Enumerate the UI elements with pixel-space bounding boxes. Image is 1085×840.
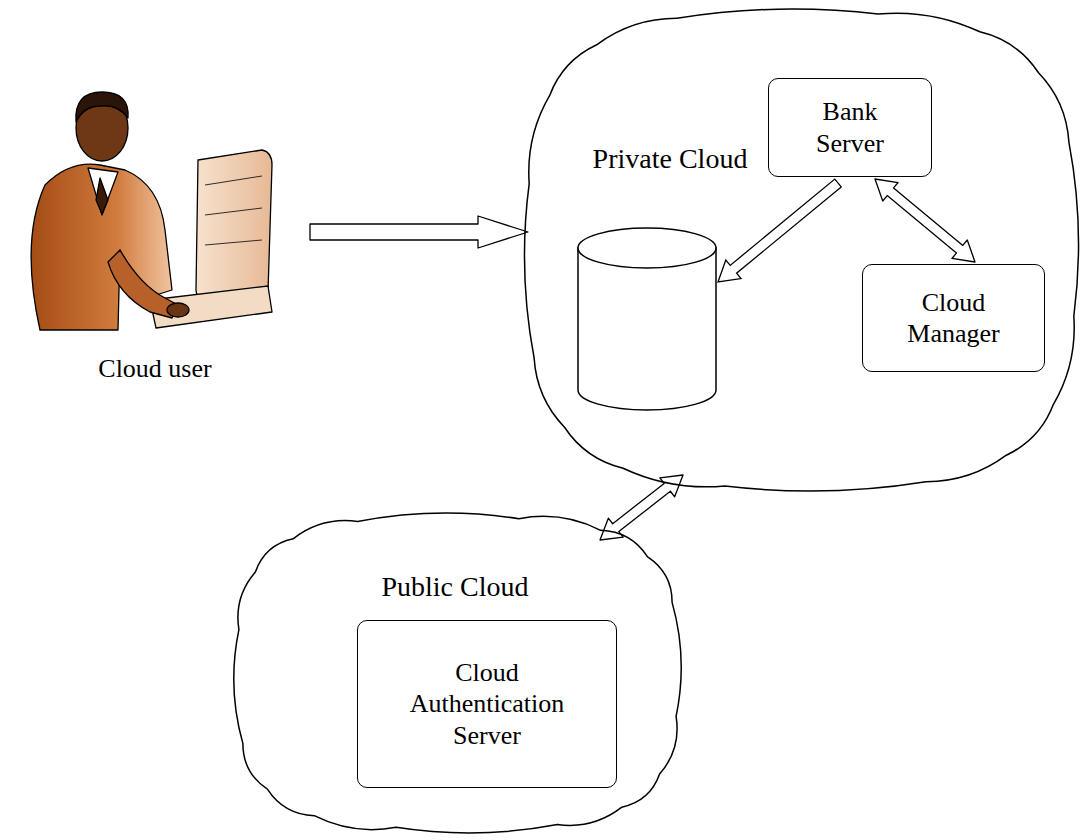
- cloud-region: Private Cloud Bank ServerCloud Manager: [520, 5, 1083, 495]
- cloud-shape: [234, 513, 681, 833]
- storage-arrow: [718, 179, 841, 282]
- region-label: Cloud user: [55, 353, 255, 384]
- shirt: [88, 168, 118, 215]
- keyboard: [150, 286, 272, 328]
- block-arrow: [310, 216, 528, 248]
- tie: [96, 178, 108, 214]
- box-label: Cloud Manager: [891, 287, 1016, 349]
- user-figure: Cloud user: [10, 85, 310, 385]
- region-label: Private Cloud: [560, 142, 780, 176]
- hand: [167, 303, 189, 317]
- cloud-region: Public CloudCloud Authentication Server: [230, 510, 685, 836]
- box-label: Cloud Authentication Server: [387, 657, 587, 751]
- block-arrow: [600, 475, 683, 540]
- server-box: Cloud Authentication Server: [357, 620, 617, 788]
- block-arrow: [875, 179, 975, 262]
- box-label: Bank Server: [795, 96, 905, 158]
- monitor: [196, 150, 272, 300]
- cloud-shape: [524, 9, 1078, 491]
- cylinder-body: [578, 248, 716, 410]
- server-box: Cloud Manager: [862, 264, 1045, 372]
- database-cylinder: [578, 228, 716, 410]
- cylinder-top: [578, 228, 716, 268]
- hair: [76, 92, 128, 122]
- region-label: Public Cloud: [355, 570, 555, 604]
- user-illustration: [31, 92, 272, 330]
- server-box: Bank Server: [768, 78, 932, 177]
- monitor-vents: [205, 176, 262, 245]
